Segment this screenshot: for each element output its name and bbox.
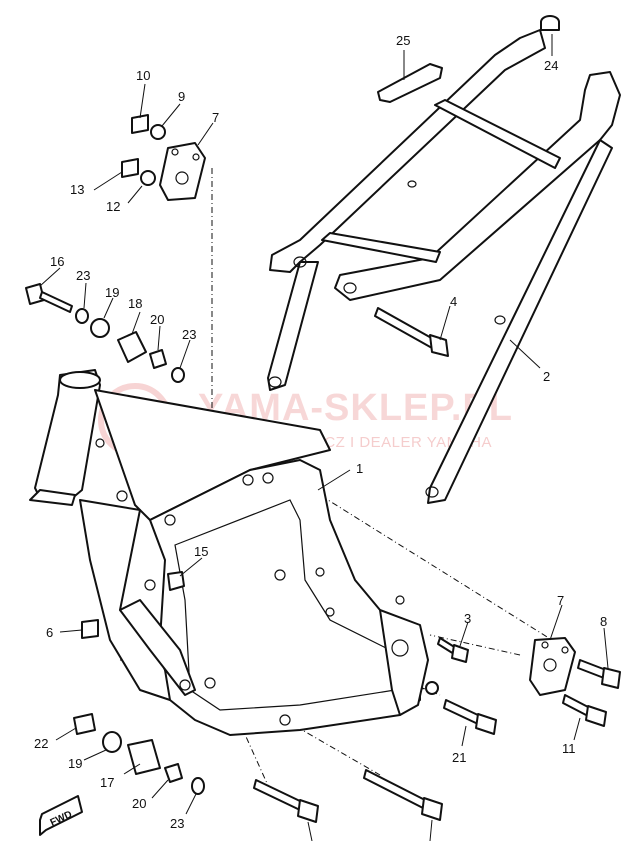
callout-22: 22 [34,736,48,751]
main-frame [29,369,429,736]
callout-7-lower: 7 [557,593,564,608]
callout-10: 10 [136,68,150,83]
lower-fasteners [73,713,205,795]
right-fasteners [425,637,621,735]
nut-part-6 [81,619,99,639]
bracket-part-25 [377,63,443,103]
callout-21: 21 [452,750,466,765]
callout-23-a: 23 [76,268,90,283]
callout-3: 3 [464,611,471,626]
engine-bracket-upper [159,142,206,201]
callout-6: 6 [46,625,53,640]
callout-23-c: 23 [170,816,184,831]
callout-labels: 1 2 3 4 6 7 7 8 9 10 11 12 13 15 16 17 1… [34,33,607,831]
callout-1: 1 [356,461,363,476]
engine-bracket-lower [529,637,576,696]
callout-4: 4 [450,294,457,309]
callout-24: 24 [544,58,558,73]
callout-23-b: 23 [182,327,196,342]
spacer-part-15 [167,571,185,591]
lower-long-bolts [253,769,443,823]
callout-17: 17 [100,775,114,790]
forward-direction-arrow: FWD [39,795,83,836]
left-fasteners [25,283,185,383]
callout-25: 25 [396,33,410,48]
rear-subframe [267,29,621,504]
leader-lines [39,34,609,841]
callout-8: 8 [600,614,607,629]
callout-18: 18 [128,296,142,311]
callout-9: 9 [178,89,185,104]
callout-11: 11 [562,741,576,756]
callout-12: 12 [106,199,120,214]
callout-20-upper: 20 [150,312,164,327]
callout-16: 16 [50,254,64,269]
bolt-part-4 [374,307,449,357]
callout-19-lower: 19 [68,756,82,771]
upper-fasteners [121,114,166,186]
callout-19-upper: 19 [105,285,119,300]
callout-15: 15 [194,544,208,559]
callout-7-upper: 7 [212,110,219,125]
callout-2: 2 [543,369,550,384]
callout-13: 13 [70,182,84,197]
callout-20-lower: 20 [132,796,146,811]
cap-part-24 [540,15,560,31]
